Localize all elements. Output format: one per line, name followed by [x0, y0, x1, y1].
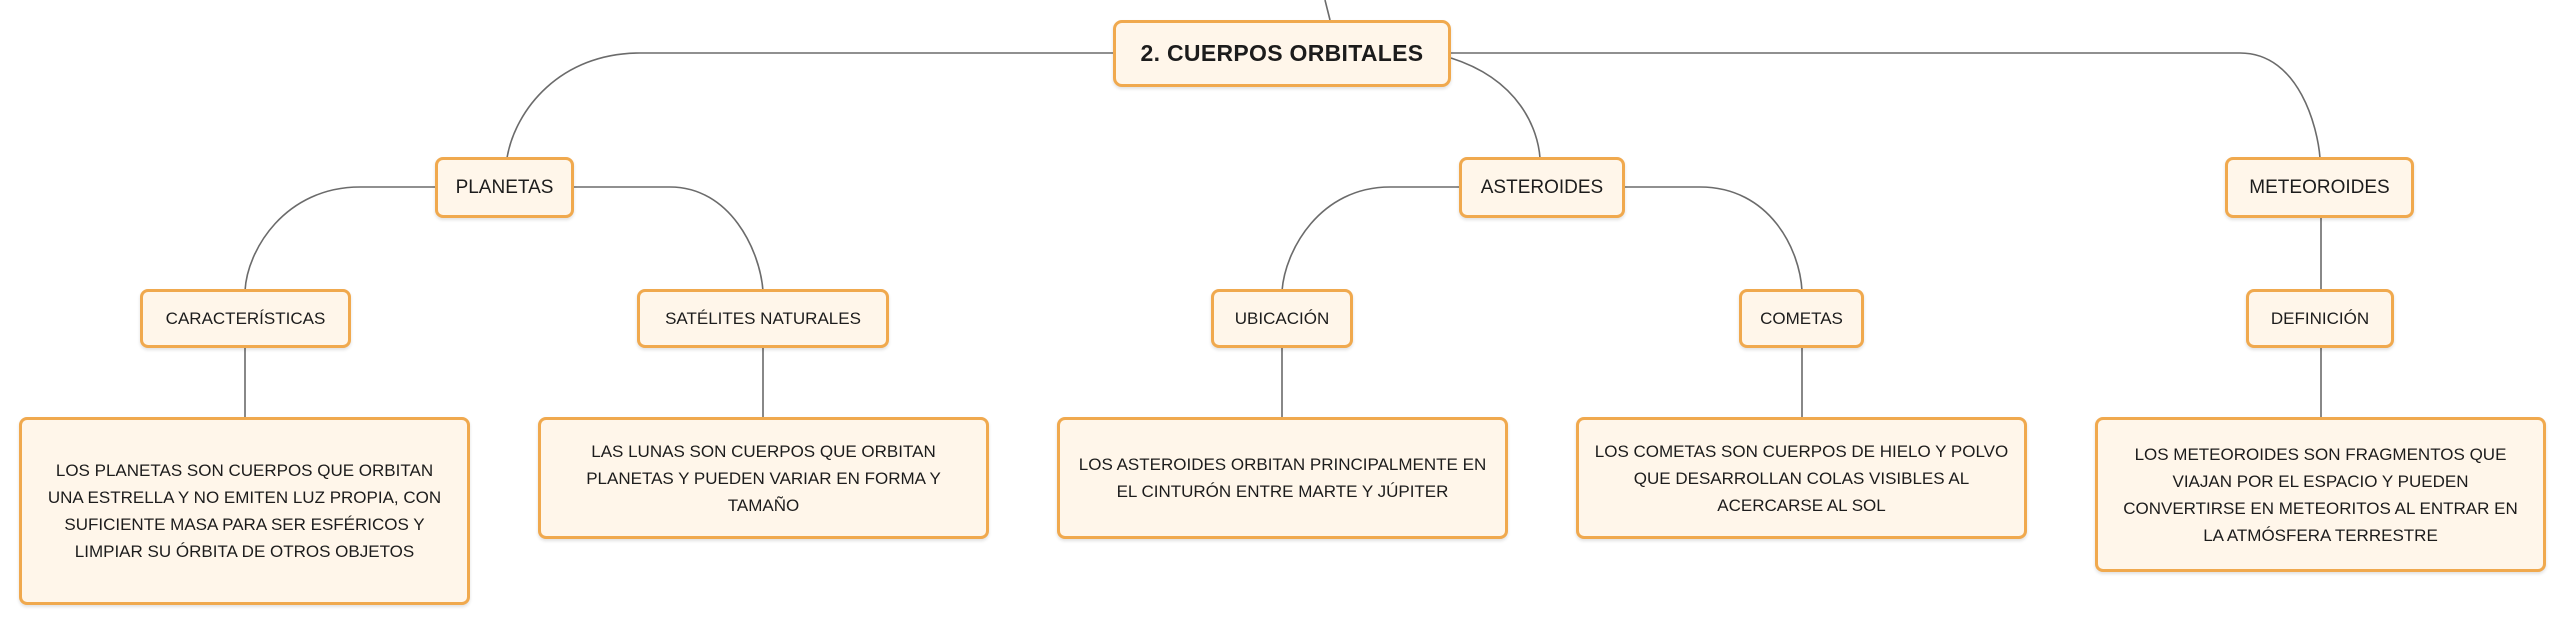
cometas-text: LOS COMETAS SON CUERPOS DE HIELO Y POLVO… — [1594, 441, 2009, 515]
node-ubicacion[interactable]: UBICACIÓN — [1211, 289, 1353, 348]
connector-asteroides-cometas — [1622, 186, 1803, 292]
definicion-label: DEFINICIÓN — [2270, 308, 2370, 328]
node-satelites-naturales[interactable]: SATÉLITES NATURALES — [637, 289, 889, 348]
connector-root-meteoroides — [1451, 52, 2321, 159]
leaf-satelites-text[interactable]: LAS LUNAS SON CUERPOS QUE ORBITAN PLANET… — [538, 417, 989, 539]
leaf-ubicacion-text[interactable]: LOS ASTEROIDES ORBITAN PRINCIPALMENTE EN… — [1057, 417, 1508, 539]
caracteristicas-text: LOS PLANETAS SON CUERPOS QUE ORBITAN UNA… — [47, 461, 442, 561]
connector-root-planetas — [506, 52, 1113, 159]
node-planetas[interactable]: PLANETAS — [435, 157, 574, 218]
connector-planetas-caracteristicas — [244, 186, 437, 292]
connector-top-to-root — [1324, 0, 1331, 21]
satelites-label: SATÉLITES NATURALES — [665, 308, 861, 328]
planetas-label: PLANETAS — [455, 176, 554, 198]
leaf-caracteristicas-text[interactable]: LOS PLANETAS SON CUERPOS QUE ORBITAN UNA… — [19, 417, 470, 605]
leaf-definicion-text[interactable]: LOS METEOROIDES SON FRAGMENTOS QUE VIAJA… — [2095, 417, 2546, 572]
definicion-text: LOS METEOROIDES SON FRAGMENTOS QUE VIAJA… — [2123, 444, 2518, 545]
node-caracteristicas[interactable]: CARACTERÍSTICAS — [140, 289, 351, 348]
ubicacion-text: LOS ASTEROIDES ORBITAN PRINCIPALMENTE EN… — [1078, 455, 1487, 501]
connector-root-asteroides — [1450, 57, 1541, 159]
root-node[interactable]: 2. CUERPOS ORBITALES — [1113, 20, 1451, 87]
node-meteoroides[interactable]: METEOROIDES — [2225, 157, 2414, 218]
asteroides-label: ASTEROIDES — [1480, 176, 1604, 198]
ubicacion-label: UBICACIÓN — [1234, 308, 1330, 328]
root-label: 2. CUERPOS ORBITALES — [1140, 40, 1424, 66]
caracteristicas-label: CARACTERÍSTICAS — [165, 308, 326, 328]
node-cometas[interactable]: COMETAS — [1739, 289, 1864, 348]
satelites-text: LAS LUNAS SON CUERPOS QUE ORBITAN PLANET… — [586, 441, 941, 515]
cometas-label: COMETAS — [1760, 308, 1843, 328]
meteoroides-label: METEOROIDES — [2249, 176, 2390, 198]
connector-asteroides-ubicacion — [1281, 186, 1461, 292]
leaf-cometas-text[interactable]: LOS COMETAS SON CUERPOS DE HIELO Y POLVO… — [1576, 417, 2027, 539]
connector-planetas-satelites — [573, 186, 764, 292]
node-definicion[interactable]: DEFINICIÓN — [2246, 289, 2394, 348]
node-asteroides[interactable]: ASTEROIDES — [1459, 157, 1625, 218]
